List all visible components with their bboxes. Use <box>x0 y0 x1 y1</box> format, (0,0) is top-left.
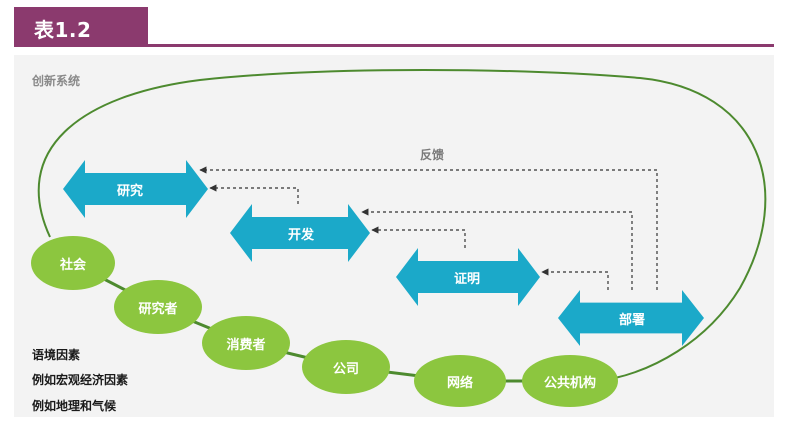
actor-label-consumers: 消费者 <box>226 338 266 353</box>
stage-arrow-development <box>230 204 370 262</box>
header-tab <box>14 7 148 47</box>
stage-label-research: 研究 <box>116 184 143 199</box>
feedback-connector <box>199 166 658 290</box>
stage-label-deployment: 部署 <box>618 313 645 328</box>
feedback-connector <box>361 208 633 290</box>
stage-arrow-research <box>63 160 208 218</box>
header-rule <box>148 44 774 47</box>
actor-oval-public-institutions <box>522 355 618 407</box>
diagram-panel <box>14 55 774 417</box>
actor-label-public-institutions: 公共机构 <box>543 376 596 391</box>
feedback-connector <box>371 226 466 248</box>
innovation-system-loop <box>37 69 767 379</box>
feedback-label: 反馈 <box>420 148 445 162</box>
actor-label-researchers: 研究者 <box>138 302 178 317</box>
feedback-lines <box>199 166 658 290</box>
feedback-connector <box>541 268 609 290</box>
context-line: 例如宏观经济因素 <box>32 373 129 387</box>
stage-label-demonstration: 证明 <box>453 272 480 287</box>
actor-oval-companies <box>302 340 390 394</box>
stage-arrows <box>63 160 704 346</box>
stage-arrow-demonstration <box>396 248 540 306</box>
figure-title: 表1.2 <box>34 18 92 42</box>
context-line: 语境因素 <box>32 348 81 362</box>
stage-arrow-deployment <box>558 290 704 346</box>
actor-oval-researchers <box>114 280 202 334</box>
feedback-connector <box>209 184 299 204</box>
actor-label-companies: 公司 <box>332 362 359 377</box>
context-line: 例如地理和气候 <box>32 399 117 413</box>
actor-oval-society <box>31 236 115 290</box>
system-label: 创新系统 <box>32 74 81 88</box>
actor-oval-networks <box>414 355 506 407</box>
actor-ovals <box>31 236 618 407</box>
actor-label-networks: 网络 <box>446 376 473 391</box>
actor-label-society: 社会 <box>59 258 86 273</box>
actor-oval-consumers <box>202 316 290 370</box>
stage-label-development: 开发 <box>287 228 314 243</box>
